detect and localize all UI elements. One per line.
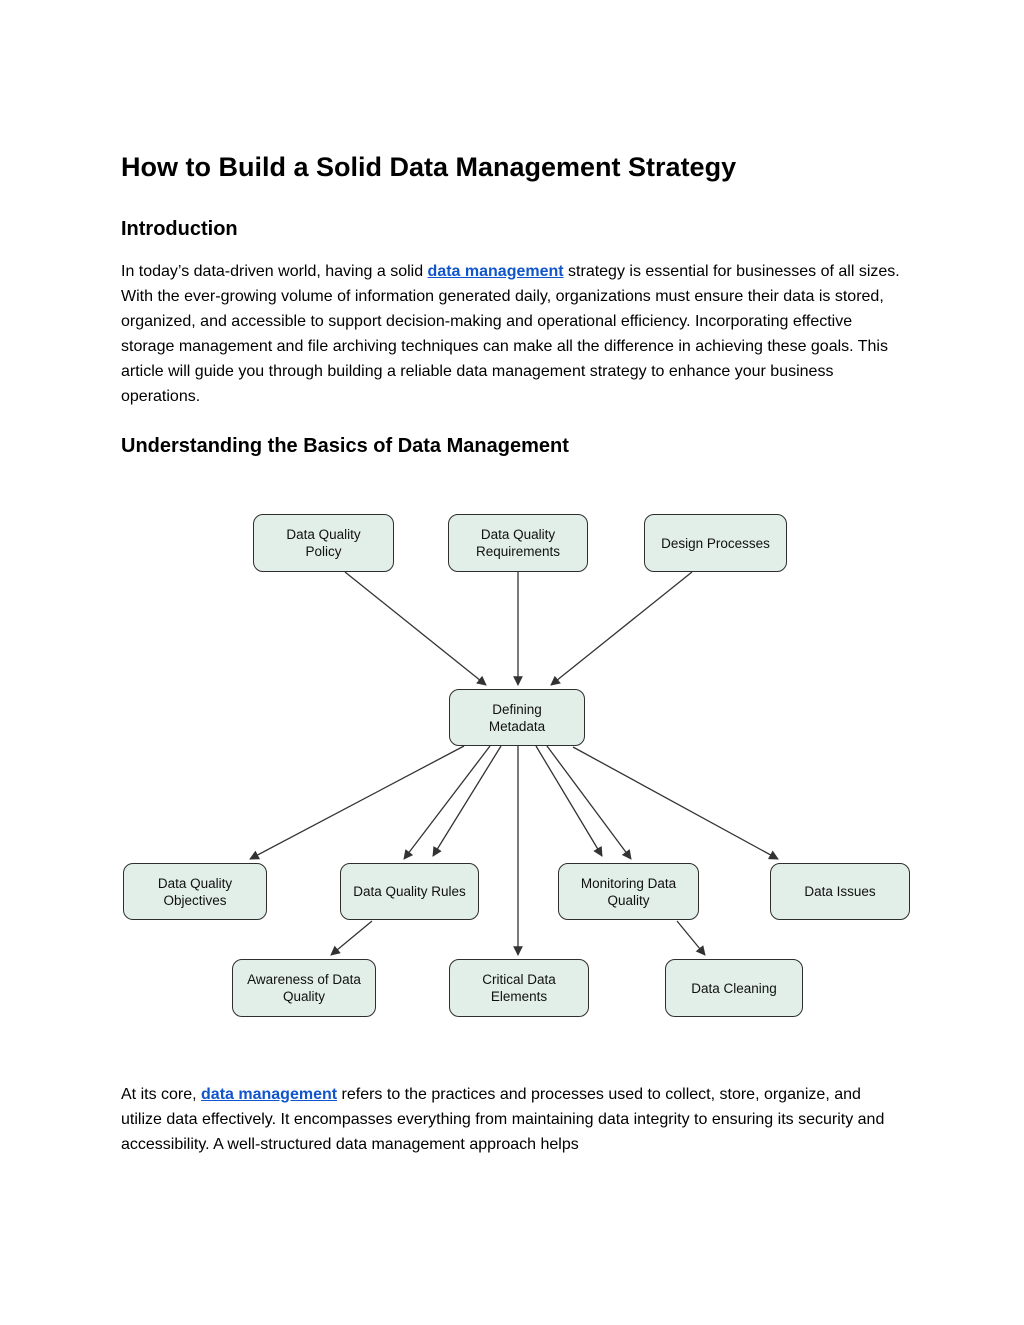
diagram-node-critical-data-elements: Critical Data Elements (449, 959, 589, 1017)
intro-text-before-link: In today’s data-driven world, having a s… (121, 263, 428, 280)
diagram-node-data-issues: Data Issues (770, 863, 910, 920)
edge-policy-to-defining (344, 571, 487, 686)
diagram-node-data-quality-requirements: Data Quality Requirements (448, 514, 588, 572)
edge-defining-to-rules-1 (403, 745, 491, 860)
diagram-node-defining-metadata: Defining Metadata (449, 689, 585, 746)
data-management-diagram: Data Quality Policy Data Quality Require… (0, 500, 1024, 1040)
diagram-arrows (249, 571, 779, 956)
edge-defining-to-rules-2 (432, 745, 502, 857)
edge-defining-to-monitoring-1 (535, 745, 603, 857)
data-management-link-intro[interactable]: data management (427, 263, 564, 280)
edge-rules-to-awareness (330, 920, 373, 956)
intro-text-after-link: strategy is essential for businesses of … (121, 263, 900, 405)
diagram-node-monitoring-data-quality: Monitoring Data Quality (558, 863, 699, 920)
diagram-node-design-processes: Design Processes (644, 514, 787, 572)
edge-monitoring-to-cleaning (676, 920, 706, 956)
edge-design-to-defining (550, 571, 693, 686)
edge-defining-to-objectives (249, 745, 465, 860)
diagram-node-awareness-of-data-quality: Awareness of Data Quality (232, 959, 376, 1017)
diagram-node-data-cleaning: Data Cleaning (665, 959, 803, 1017)
paragraph-introduction: In today’s data-driven world, having a s… (121, 259, 903, 409)
edge-defining-to-issues (572, 746, 779, 860)
heading-basics: Understanding the Basics of Data Managem… (121, 435, 569, 457)
core-text-before-link: At its core, (121, 1086, 202, 1103)
data-management-link-core[interactable]: data management (201, 1086, 338, 1103)
diagram-node-data-quality-objectives: Data Quality Objectives (123, 863, 267, 920)
page-title: How to Build a Solid Data Management Str… (121, 152, 737, 182)
heading-introduction: Introduction (121, 218, 238, 240)
core-text-after-link: refers to the practices and processes us… (121, 1086, 885, 1153)
diagram-node-data-quality-rules: Data Quality Rules (340, 863, 479, 920)
edge-defining-to-monitoring-2 (546, 745, 632, 860)
diagram-node-data-quality-policy: Data Quality Policy (253, 514, 394, 572)
paragraph-core-definition: At its core, data management refers to t… (121, 1082, 903, 1157)
